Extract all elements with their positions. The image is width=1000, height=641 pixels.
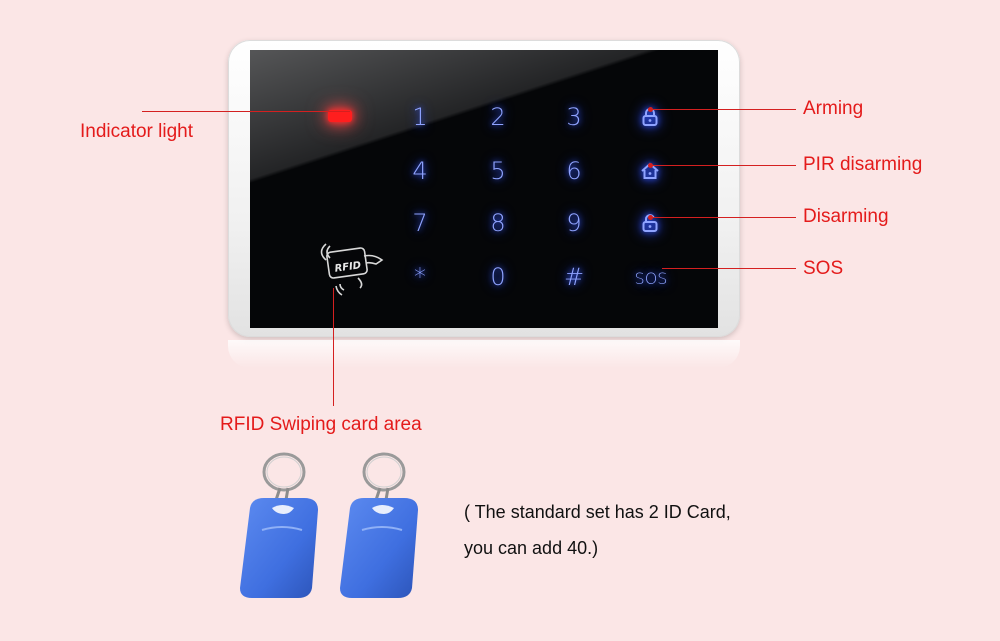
keyfob-icon xyxy=(240,452,418,598)
key-hash[interactable]: # xyxy=(563,263,585,291)
rfid-card-icon: RFID xyxy=(320,243,384,296)
key-6[interactable]: 6 xyxy=(566,157,582,185)
note-line-1: ( The standard set has 2 ID Card, xyxy=(464,502,731,522)
rfid-callout-line xyxy=(333,288,334,406)
key-star[interactable]: * xyxy=(414,263,426,291)
arming-callout-line xyxy=(650,109,796,110)
sos-callout-line xyxy=(662,268,796,269)
rfid-area[interactable]: RFID xyxy=(302,240,392,300)
key-7[interactable]: 7 xyxy=(412,209,428,237)
note-line-2: you can add 40.) xyxy=(464,538,599,558)
screen-gloss xyxy=(250,50,718,328)
pir-callout-line xyxy=(650,165,796,166)
id-card-keyfobs xyxy=(232,450,432,610)
key-1[interactable]: 1 xyxy=(412,103,428,131)
key-4[interactable]: 4 xyxy=(412,157,428,185)
sos-label: SOS xyxy=(803,258,844,279)
indicator-light-icon xyxy=(328,110,352,122)
key-0[interactable]: 0 xyxy=(490,263,506,291)
arming-label: Arming xyxy=(803,98,864,119)
indicator-light-label: Indicator light xyxy=(80,121,194,142)
key-8[interactable]: 8 xyxy=(490,209,506,237)
key-5[interactable]: 5 xyxy=(490,157,506,185)
key-sos[interactable]: SOS xyxy=(634,268,668,288)
indicator-callout-line xyxy=(142,111,350,112)
pir-disarming-key[interactable] xyxy=(630,156,670,186)
disarming-key[interactable] xyxy=(630,208,670,238)
device-reflection xyxy=(228,340,740,368)
keypad-device: 1 2 3 4 5 6 7 8 9 xyxy=(228,40,740,337)
rfid-area-label: RFID Swiping card area xyxy=(220,414,422,435)
key-3[interactable]: 3 xyxy=(566,103,582,131)
disarming-callout-line xyxy=(650,217,796,218)
keypad-screen: 1 2 3 4 5 6 7 8 9 xyxy=(250,50,718,328)
key-2[interactable]: 2 xyxy=(490,103,506,131)
disarming-label: Disarming xyxy=(803,206,889,227)
key-9[interactable]: 9 xyxy=(566,209,582,237)
rfid-text: RFID xyxy=(334,260,362,275)
pir-disarming-label: PIR disarming xyxy=(803,154,923,175)
